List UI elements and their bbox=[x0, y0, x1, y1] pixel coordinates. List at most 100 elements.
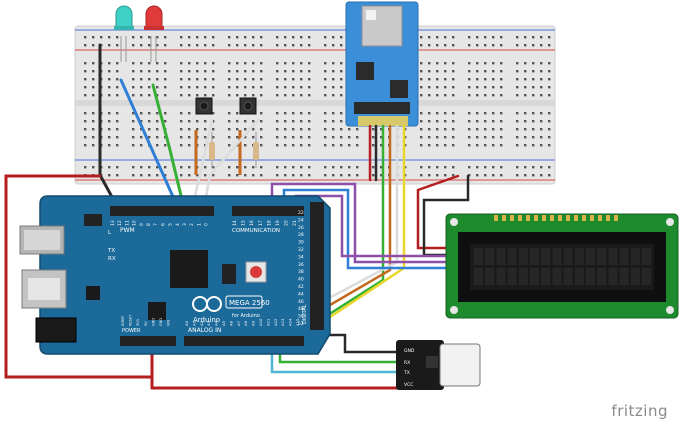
lcd-pin bbox=[606, 215, 610, 221]
pin-label: 36 bbox=[298, 262, 304, 268]
pin-label: 46 bbox=[298, 299, 304, 305]
pin-label: 15 bbox=[241, 220, 247, 226]
lcd-cell bbox=[474, 248, 483, 265]
pin-label: 52 bbox=[298, 321, 304, 327]
analog-in-label: ANALOG IN bbox=[188, 327, 221, 334]
pin-label: 1 bbox=[196, 223, 202, 226]
lcd-pin bbox=[590, 215, 594, 221]
lcd-header-pins bbox=[494, 215, 618, 221]
fritzing-watermark: fritzing bbox=[611, 402, 668, 420]
pin-label: A10 bbox=[258, 318, 263, 326]
lcd-pin bbox=[526, 215, 530, 221]
pin-label: A2 bbox=[199, 320, 204, 326]
pin-label: 20 bbox=[284, 220, 290, 226]
lcd-cell bbox=[541, 268, 551, 285]
pin-label: A4 bbox=[214, 320, 219, 326]
lcd-cell bbox=[552, 268, 562, 285]
pin-label: 14 bbox=[232, 220, 238, 226]
lcd-cell bbox=[541, 248, 551, 265]
pin-label: A9 bbox=[251, 320, 256, 326]
pin-label: A14 bbox=[288, 318, 293, 326]
red-led bbox=[144, 5, 164, 62]
lcd-cell bbox=[563, 268, 573, 285]
lcd-cell bbox=[496, 248, 506, 265]
lcd-cell bbox=[574, 248, 584, 265]
lcd-pin bbox=[614, 215, 618, 221]
lcd-cell bbox=[530, 248, 539, 265]
lcd-display bbox=[445, 213, 679, 319]
pin-label: RESET bbox=[129, 314, 133, 326]
lcd-cell bbox=[563, 248, 573, 265]
pin-label: 30 bbox=[298, 240, 304, 246]
lcd-cell bbox=[574, 268, 584, 285]
lcd-pin bbox=[510, 215, 514, 221]
lcd-cell bbox=[507, 248, 517, 265]
wires bbox=[4, 43, 470, 390]
lcd-pin bbox=[494, 215, 498, 221]
lcd-cell bbox=[507, 268, 517, 285]
lcd-cell bbox=[642, 268, 651, 285]
pin-label: A0 bbox=[184, 320, 189, 326]
pin-label: 40 bbox=[298, 277, 304, 283]
pin-label: A13 bbox=[280, 318, 285, 326]
lcd-cell bbox=[619, 248, 629, 265]
pin-label: 50 bbox=[298, 314, 304, 320]
pin-label: A6 bbox=[228, 320, 233, 326]
resistor-button-2 bbox=[253, 132, 259, 168]
lcd-cell bbox=[586, 248, 595, 265]
pin-label: 42 bbox=[298, 284, 304, 290]
fp-pin-gnd: GND bbox=[404, 348, 415, 354]
pin-label: 34 bbox=[298, 254, 304, 260]
pin-label: A1 bbox=[191, 320, 196, 326]
pin-label: 16 bbox=[249, 220, 255, 226]
pin-label: 13 bbox=[110, 220, 116, 226]
pin-label: A11 bbox=[265, 318, 270, 326]
lcd-pin bbox=[558, 215, 562, 221]
model-label: MEGA 2560 bbox=[229, 299, 270, 307]
lcd-cell bbox=[597, 268, 607, 285]
lcd-pin bbox=[502, 215, 506, 221]
pin-label: 38 bbox=[298, 269, 304, 275]
lcd-cell bbox=[485, 268, 495, 285]
pin-label: GND bbox=[151, 318, 155, 326]
pin-label: 2 bbox=[189, 223, 195, 226]
pin-label: 32 bbox=[298, 247, 304, 253]
pin-label: A15 bbox=[295, 318, 300, 326]
pin-label: 8 bbox=[146, 223, 152, 226]
pin-label: A5 bbox=[221, 320, 226, 326]
lcd-cell bbox=[630, 268, 640, 285]
pwm-label: PWM bbox=[120, 227, 135, 234]
lcd-pin bbox=[534, 215, 538, 221]
lcd-character-cells bbox=[474, 248, 651, 285]
lcd-cell bbox=[485, 248, 495, 265]
pin-label: 0 bbox=[204, 223, 210, 226]
pin-label: VIN bbox=[167, 320, 171, 326]
fp-pin-vcc: VCC bbox=[404, 382, 413, 388]
pin-label: 9 bbox=[139, 223, 145, 226]
pin-label: A12 bbox=[273, 318, 278, 326]
tx-label: TX bbox=[107, 248, 115, 254]
pin-label: 21 bbox=[292, 220, 298, 226]
lcd-pin bbox=[574, 215, 578, 221]
sd-card-module bbox=[345, 1, 419, 127]
lcd-cell bbox=[552, 248, 562, 265]
resistor-button-1 bbox=[209, 132, 215, 168]
lcd-cell bbox=[619, 268, 629, 285]
fp-pin-tx: TX bbox=[403, 370, 410, 376]
arduino-logo-icon bbox=[192, 296, 222, 312]
power-label: POWER bbox=[122, 328, 141, 334]
breadboard bbox=[74, 25, 556, 185]
pin-label: 28 bbox=[298, 232, 304, 238]
pin-label: A3 bbox=[206, 320, 211, 326]
pin-label: 11 bbox=[124, 220, 130, 226]
lcd-cell bbox=[518, 248, 528, 265]
pin-label: 7 bbox=[153, 223, 159, 226]
pin-label: A8 bbox=[243, 320, 248, 326]
lcd-pin bbox=[582, 215, 586, 221]
lcd-cell bbox=[597, 248, 607, 265]
pin-label: 24 bbox=[298, 217, 304, 223]
lcd-cell bbox=[630, 248, 640, 265]
pin-label: 26 bbox=[298, 225, 304, 231]
